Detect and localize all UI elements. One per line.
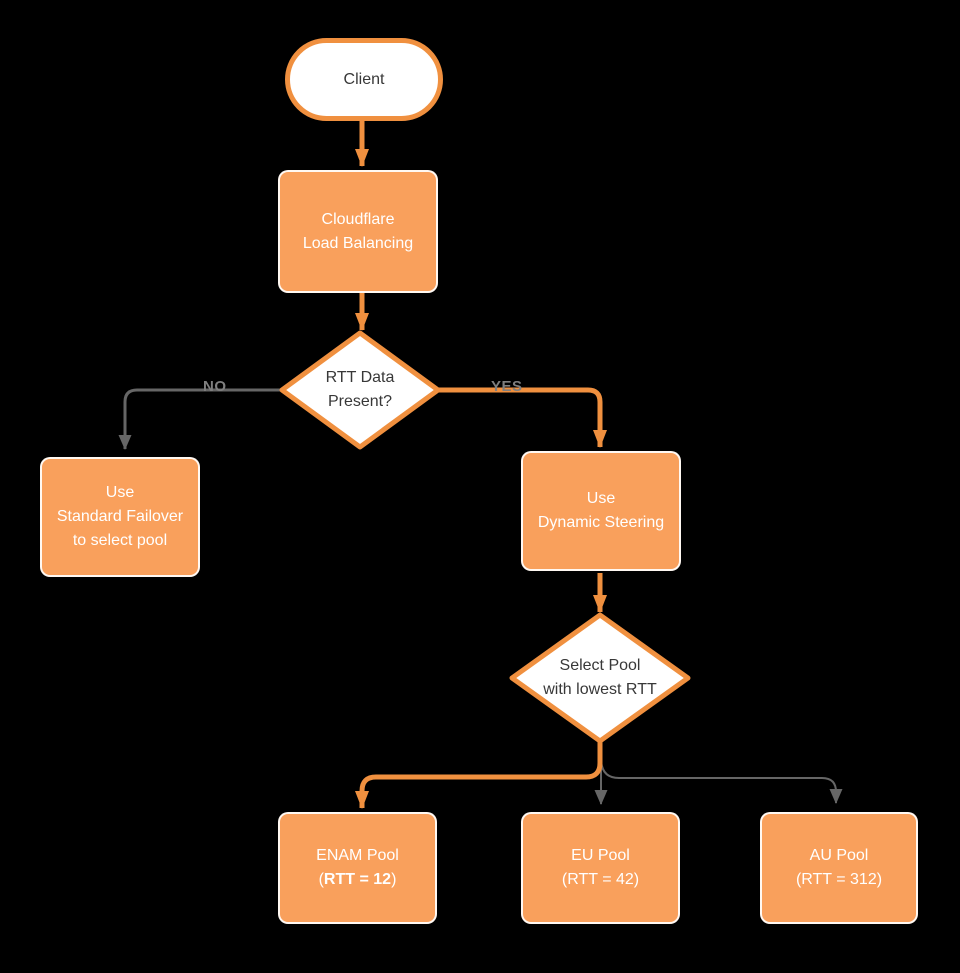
edge-decision-no — [118, 388, 284, 450]
node-standard-failover: Use Standard Failover to select pool — [40, 457, 200, 577]
select-pool-diamond — [509, 612, 691, 744]
node-enam-pool: ENAM Pool (RTT = 12) — [278, 812, 437, 924]
rtt-decision-diamond — [279, 330, 441, 450]
node-au-pool-label: AU Pool (RTT = 312) — [795, 847, 883, 888]
node-client: Client — [285, 38, 443, 121]
node-eu-pool-label: EU Pool (RTT = 42) — [561, 847, 640, 888]
no-branch-label: NO — [203, 378, 227, 395]
node-eu-pool: EU Pool (RTT = 42) — [521, 812, 680, 924]
yes-branch-label: YES — [491, 378, 523, 395]
edge-select-to-au — [600, 741, 843, 804]
enam-rtt-close: ) — [391, 871, 397, 888]
node-select-pool-label: Select Pool with lowest RTT — [543, 657, 657, 698]
edge-select-to-enam — [355, 741, 603, 809]
node-load-balancer: Cloudflare Load Balancing — [278, 170, 438, 293]
node-au-pool: AU Pool (RTT = 312) — [760, 812, 918, 924]
node-load-balancer-label: Cloudflare Load Balancing — [302, 210, 414, 252]
node-client-label: Client — [343, 70, 385, 88]
node-dynamic-steering: Use Dynamic Steering — [521, 451, 681, 571]
node-enam-pool-label: ENAM Pool (RTT = 12) — [316, 844, 399, 892]
enam-rtt-open: ( — [318, 871, 324, 888]
enam-rtt-value: RTT = 12 — [323, 871, 392, 888]
edge-decision-yes — [436, 387, 607, 448]
node-standard-failover-label: Use Standard Failover to select pool — [56, 484, 184, 549]
enam-pool-name: ENAM Pool — [316, 847, 399, 864]
node-dynamic-steering-label: Use Dynamic Steering — [537, 490, 665, 531]
node-rtt-decision-label: RTT Data Present? — [325, 369, 395, 410]
